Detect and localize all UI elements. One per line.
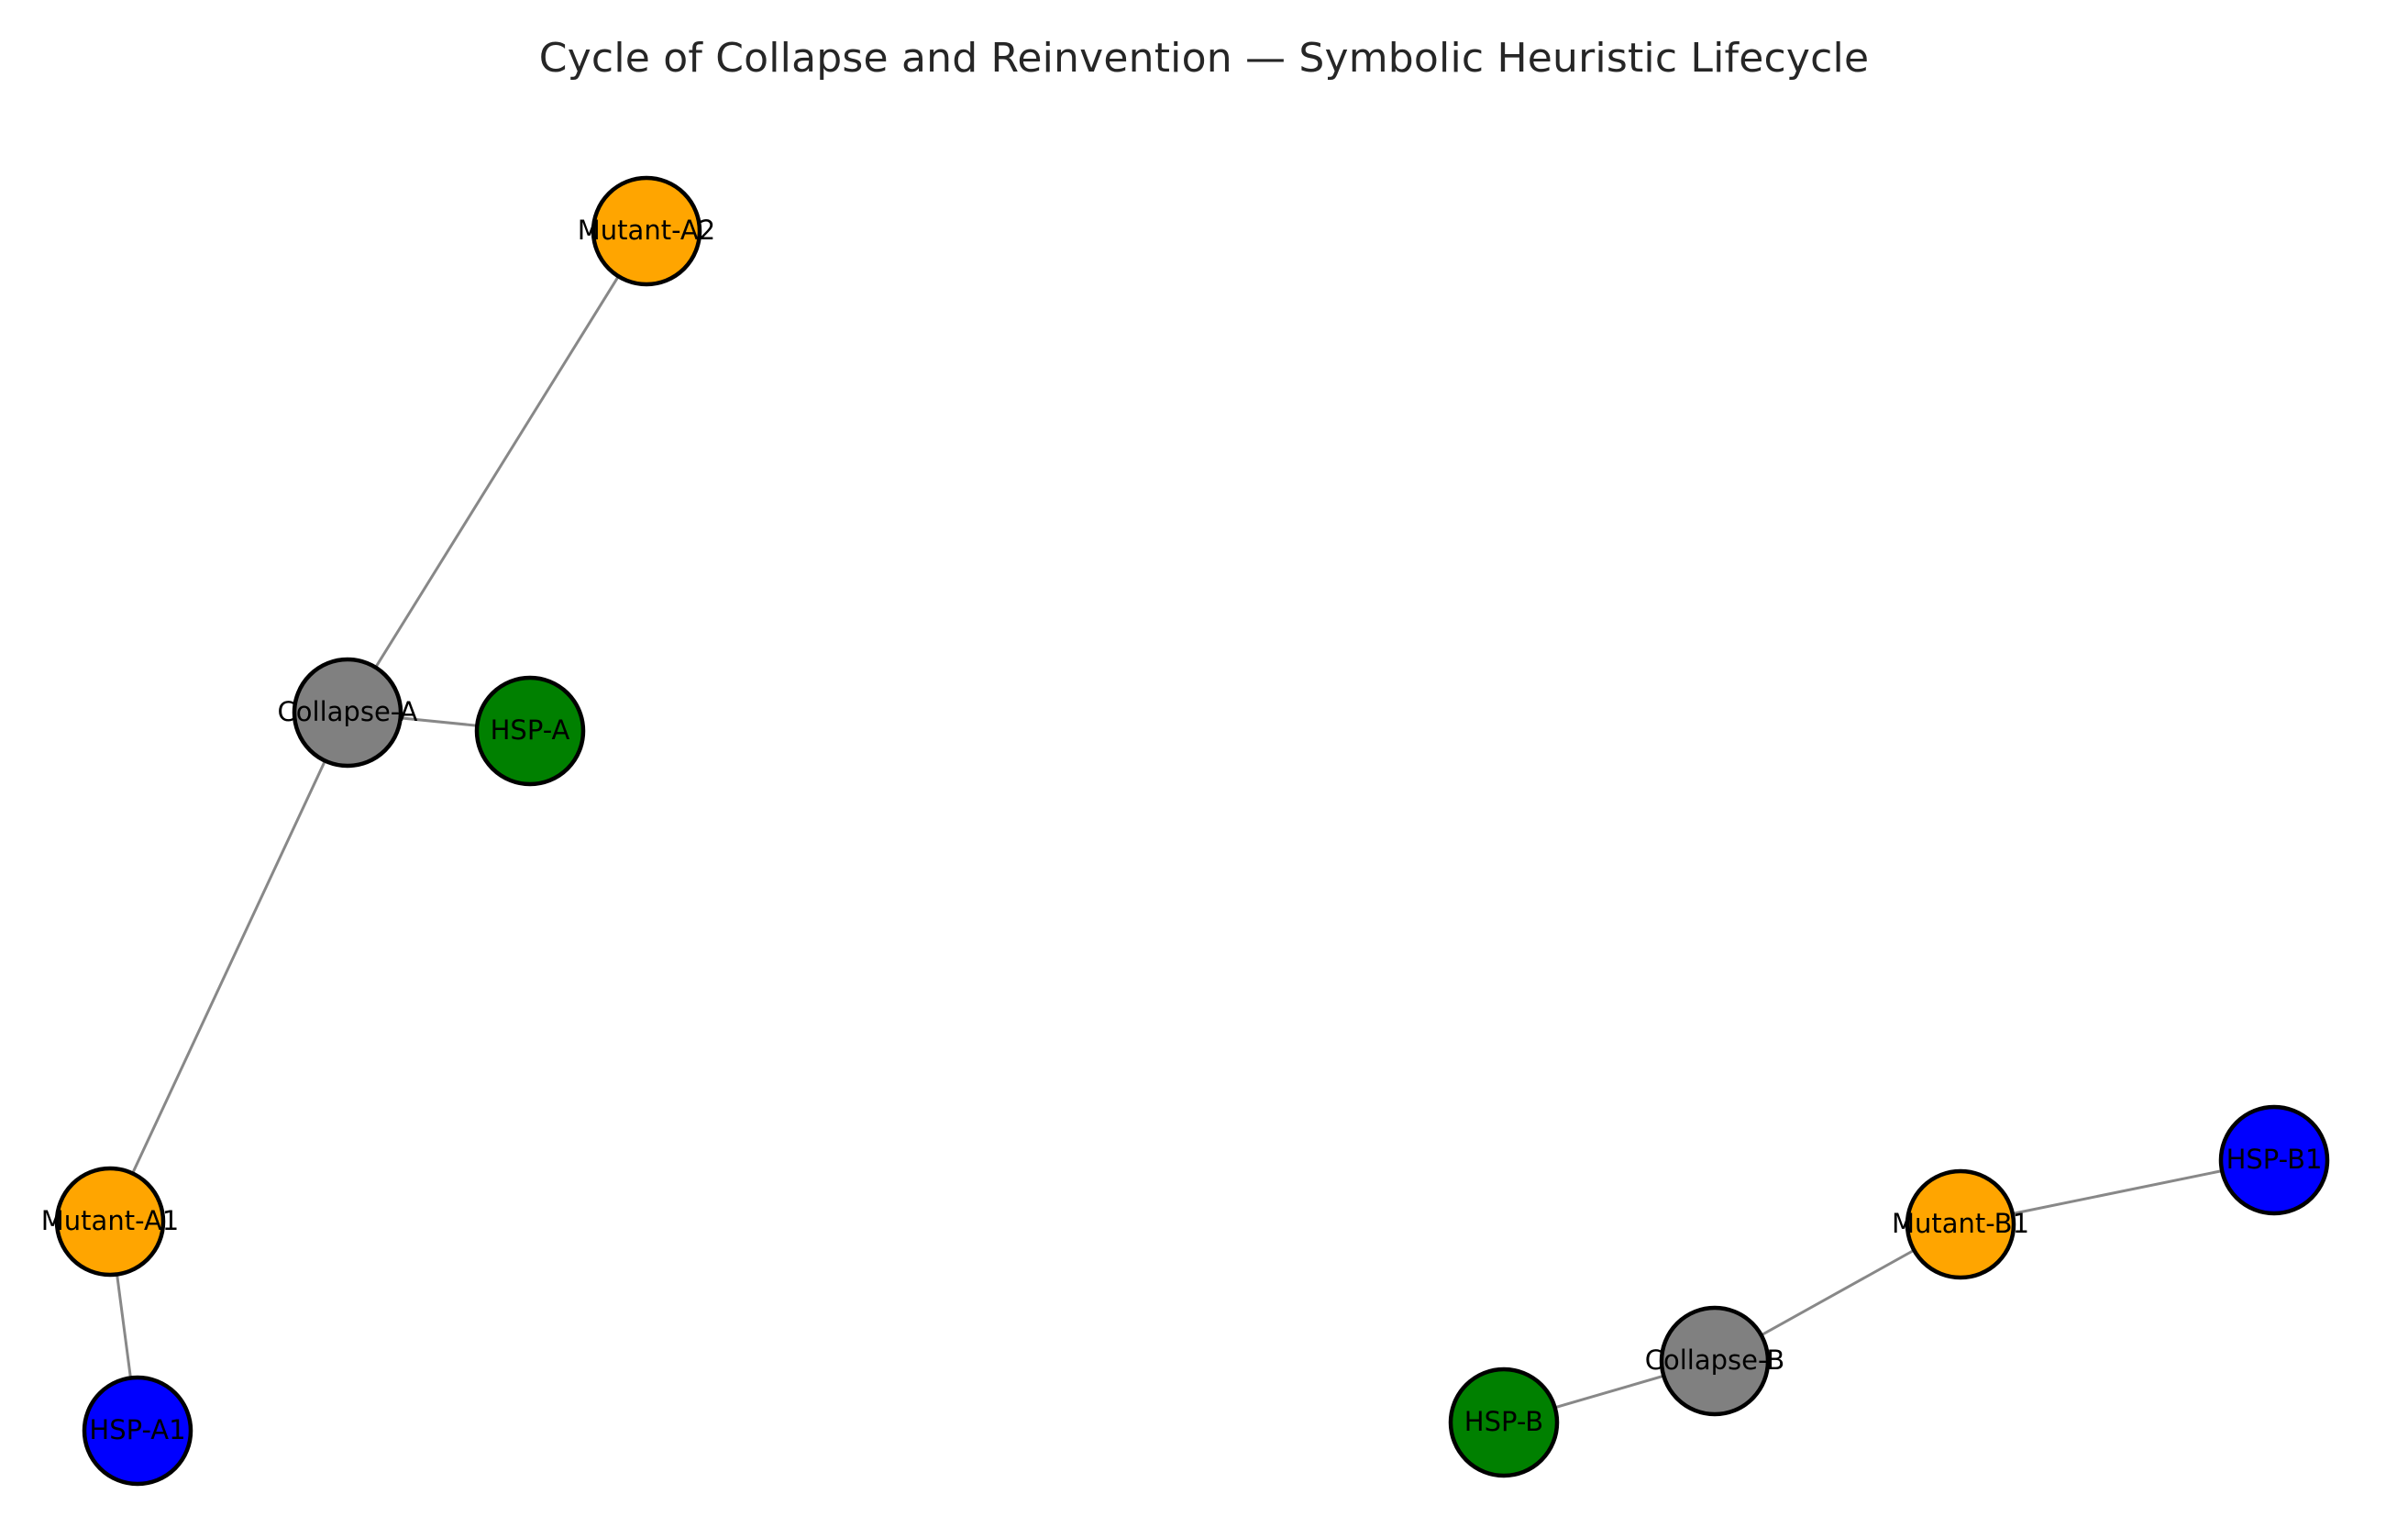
graph-edge	[108, 711, 349, 1223]
graph-node[interactable]: Collapse-B	[1645, 1305, 1785, 1417]
graph-node[interactable]: Mutant-A2	[578, 175, 715, 287]
graph-node-label: HSP-B	[1464, 1406, 1543, 1437]
graph-node[interactable]: Mutant-A1	[41, 1166, 179, 1278]
graph-node-label: Collapse-A	[278, 696, 418, 727]
graph-node-label: HSP-A	[491, 714, 570, 746]
graph-node-circle[interactable]	[474, 675, 586, 787]
graph-node[interactable]: HSP-B1	[2218, 1104, 2330, 1216]
graph-node[interactable]: HSP-A1	[82, 1375, 193, 1487]
page-title: Cycle of Collapse and Reinvention — Symb…	[538, 35, 1870, 82]
graph-node[interactable]: HSP-B	[1448, 1367, 1560, 1478]
graph-node[interactable]: Collapse-A	[278, 657, 418, 769]
graph-node-label: HSP-A1	[89, 1414, 185, 1445]
graph-node-circle[interactable]	[292, 657, 403, 769]
graph-node-circle[interactable]	[2218, 1104, 2330, 1216]
graph-node-label: HSP-B1	[2226, 1144, 2323, 1175]
graph-node-label: Mutant-A2	[578, 215, 715, 246]
graph-node-circle[interactable]	[1659, 1305, 1771, 1417]
graph-node-label: Collapse-B	[1645, 1344, 1785, 1376]
graph-node-circle[interactable]	[1905, 1168, 2016, 1280]
graph-node-circle[interactable]	[1448, 1367, 1560, 1478]
graph-node-label: Mutant-A1	[41, 1205, 179, 1236]
graph-node[interactable]: HSP-A	[474, 675, 586, 787]
graph-edge	[346, 229, 648, 714]
graph-node-circle[interactable]	[54, 1166, 166, 1278]
graph-node-label: Mutant-B1	[1892, 1208, 2029, 1239]
graph-node[interactable]: Mutant-B1	[1892, 1168, 2029, 1280]
graph-node-circle[interactable]	[82, 1375, 193, 1487]
graph-node-circle[interactable]	[591, 175, 702, 287]
